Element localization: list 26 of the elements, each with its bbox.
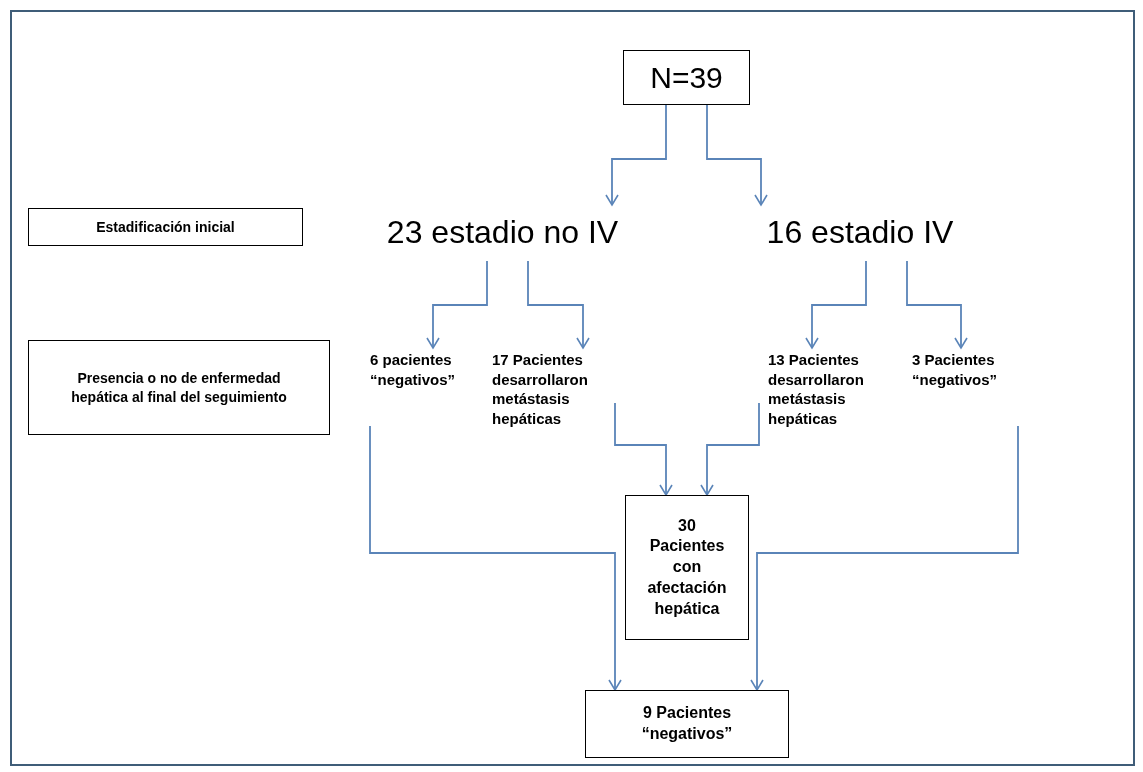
node-text: 13 Pacientes desarrollaron metástasis hepáticas: [768, 350, 865, 428]
node-text: 23 estadio no IV: [386, 213, 619, 253]
node-text: 17 Pacientes desarrollaron metástasis hepáticas: [492, 350, 589, 428]
arrow: [805, 260, 867, 349]
node-text: 16 estadio IV: [766, 213, 954, 253]
process-box: [28, 208, 303, 246]
process-box: [623, 50, 750, 105]
node-text: 3 Pacientes “negativos”: [912, 350, 999, 389]
arrow: [906, 260, 968, 349]
node-text: Presencia o no de enfermedad hepática al final del seguimiento: [70, 369, 288, 406]
arrow: [614, 402, 673, 496]
process-box: [585, 690, 789, 758]
arrow: [527, 260, 590, 349]
node-text: 30 Pacientes con afectación hepática: [646, 515, 728, 619]
node-text: N=39: [650, 60, 723, 96]
node-text: 6 pacientes “negativos”: [370, 350, 457, 389]
arrow: [605, 104, 667, 206]
node-text: Estadificación inicial: [96, 217, 235, 237]
arrow: [426, 260, 488, 349]
arrow: [369, 425, 622, 691]
arrow: [700, 402, 760, 496]
process-box: [28, 340, 330, 435]
process-box: [625, 495, 749, 640]
arrow: [750, 425, 1019, 691]
arrow: [706, 104, 768, 206]
node-text: 9 Pacientes “negativos”: [640, 703, 734, 744]
